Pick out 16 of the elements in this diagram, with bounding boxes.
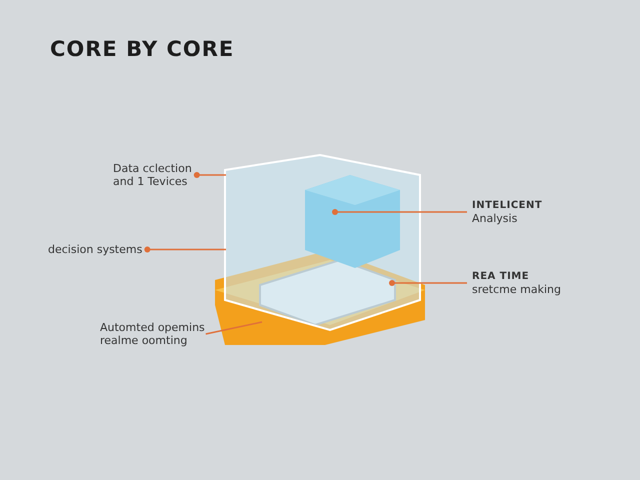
callout-text: Analysis — [472, 212, 518, 225]
callout-text: Automted opemins realme oomting — [100, 321, 206, 347]
leader-line — [206, 321, 262, 335]
heading-text: INTELICENT — [472, 199, 542, 212]
heading-text: REA TIME — [472, 270, 530, 283]
title: CORE BY CORE — [50, 37, 234, 61]
core-block — [305, 175, 400, 268]
leader-line — [144, 246, 226, 252]
callout-text: decision systems — [48, 243, 142, 256]
leader-line — [194, 172, 226, 178]
callout-text: Data cclection and 1 Tevices — [113, 162, 193, 188]
callout-text: sretcme making — [472, 283, 561, 296]
leader-line — [332, 209, 467, 215]
leader-line — [389, 280, 467, 286]
memory-module — [259, 258, 396, 326]
glass-cover — [224, 154, 421, 332]
